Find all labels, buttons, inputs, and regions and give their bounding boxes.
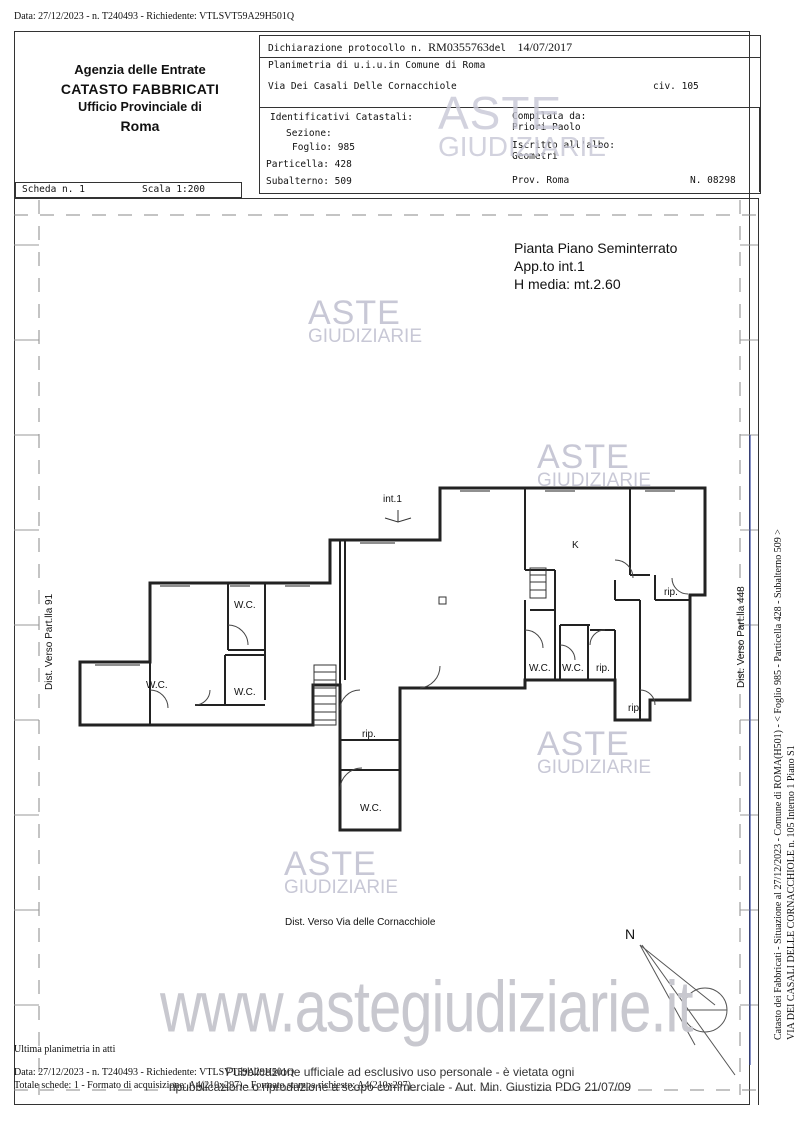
compilata-label: Compilata da: xyxy=(512,111,587,122)
room-wc-6: W.C. xyxy=(360,803,382,814)
address-line: Via Dei Casali Delle Cornacchiole xyxy=(268,81,457,92)
declaration-label: Dichiarazione protocollo n. xyxy=(268,43,423,54)
left-distance-note: Dist. Verso Part.lla 91 xyxy=(44,593,55,690)
agency-header: Agenzia delle Entrate CATASTO FABBRICATI… xyxy=(30,55,250,155)
publication-line-1: Pubblicazione ufficiale ad esclusivo uso… xyxy=(225,1065,575,1079)
protocol-number: RM0355763 xyxy=(428,40,489,54)
scale-label: Scala 1:200 xyxy=(142,184,205,195)
footer-totale: Totale schede: 1 - Formato di acquisizio… xyxy=(14,1080,411,1091)
compiler-name: Priori Paolo xyxy=(512,122,581,133)
office-city: Roma xyxy=(120,118,160,134)
ultima-planimetria: Ultima planimetria in atti xyxy=(14,1044,116,1055)
right-distance-note: Dist. Verso Part.lla 448 xyxy=(736,586,747,688)
entry-label: int.1 xyxy=(383,494,402,505)
room-rip-1: rip. xyxy=(664,587,678,598)
side-info: Catasto dei Fabbricati - Situazione al 2… xyxy=(772,529,798,1040)
sezione-field: Sezione: xyxy=(286,128,332,139)
scheda-box: Scheda n. 1 Scala 1:200 xyxy=(15,182,242,198)
plan-title: Pianta Piano Seminterrato xyxy=(514,240,678,256)
foglio-field: Foglio: 985 xyxy=(292,142,355,153)
footer-data-line: Data: 27/12/2023 - n. T240493 - Richiede… xyxy=(14,1067,295,1078)
plan-apartment: App.to int.1 xyxy=(514,258,585,274)
side-info-line-1: Catasto dei Fabbricati - Situazione al 2… xyxy=(773,529,784,1040)
plan-height: H media: mt.2.60 xyxy=(514,276,621,292)
scheda-number: Scheda n. 1 xyxy=(22,184,85,195)
agency-name: Agenzia delle Entrate xyxy=(74,62,206,77)
request-line: Data: 27/12/2023 - n. T240493 - Richiede… xyxy=(14,11,295,22)
publication-line-2: ripubblicazione o riproduzione a scopo c… xyxy=(168,1080,632,1094)
room-wc-4: W.C. xyxy=(529,663,551,674)
room-wc-1: W.C. xyxy=(234,600,256,611)
side-info-line-2: VIA DEI CASALI DELLE CORNACCHIOLE n. 105… xyxy=(786,745,797,1040)
room-rip-3: rip. xyxy=(628,703,642,714)
compiler-province: Prov. Roma xyxy=(512,175,570,186)
site-watermark: www.astegiudiziarie.it xyxy=(160,966,693,1048)
bottom-distance-note: Dist. Verso Via delle Cornacchiole xyxy=(285,917,436,928)
room-wc-3: W.C. xyxy=(234,687,256,698)
catasto-title: CATASTO FABBRICATI xyxy=(60,81,220,97)
room-rip-2: rip. xyxy=(596,663,610,674)
del-label: del xyxy=(488,43,507,54)
room-wc-5: W.C. xyxy=(562,663,584,674)
particella-field: Particella: 428 xyxy=(266,159,352,170)
civic-number: civ. 105 xyxy=(653,81,699,92)
north-label: N xyxy=(625,926,636,942)
room-wc-2: W.C. xyxy=(146,680,168,691)
room-rip-4: rip. xyxy=(362,729,376,740)
identifiers-title: Identificativi Catastali: xyxy=(270,112,413,123)
declaration-box: Dichiarazione protocollo n. RM0355763del… xyxy=(259,35,761,194)
drawing-area xyxy=(14,198,759,1105)
iscritto-label: Iscritto all'albo: xyxy=(512,140,615,151)
compiler-profession: Geometri xyxy=(512,151,558,162)
planimetria-line: Planimetria di u.i.u.in Comune di Roma xyxy=(268,60,486,71)
publication-notice: Pubblicazione ufficiale ad esclusivo uso… xyxy=(120,1065,680,1095)
room-kitchen: K xyxy=(572,540,579,551)
subalterno-field: Subalterno: 509 xyxy=(266,176,352,187)
compiler-number: N. 08298 xyxy=(690,175,736,186)
declaration-date: 14/07/2017 xyxy=(517,40,573,54)
office-label: Ufficio Provinciale di xyxy=(78,100,202,114)
